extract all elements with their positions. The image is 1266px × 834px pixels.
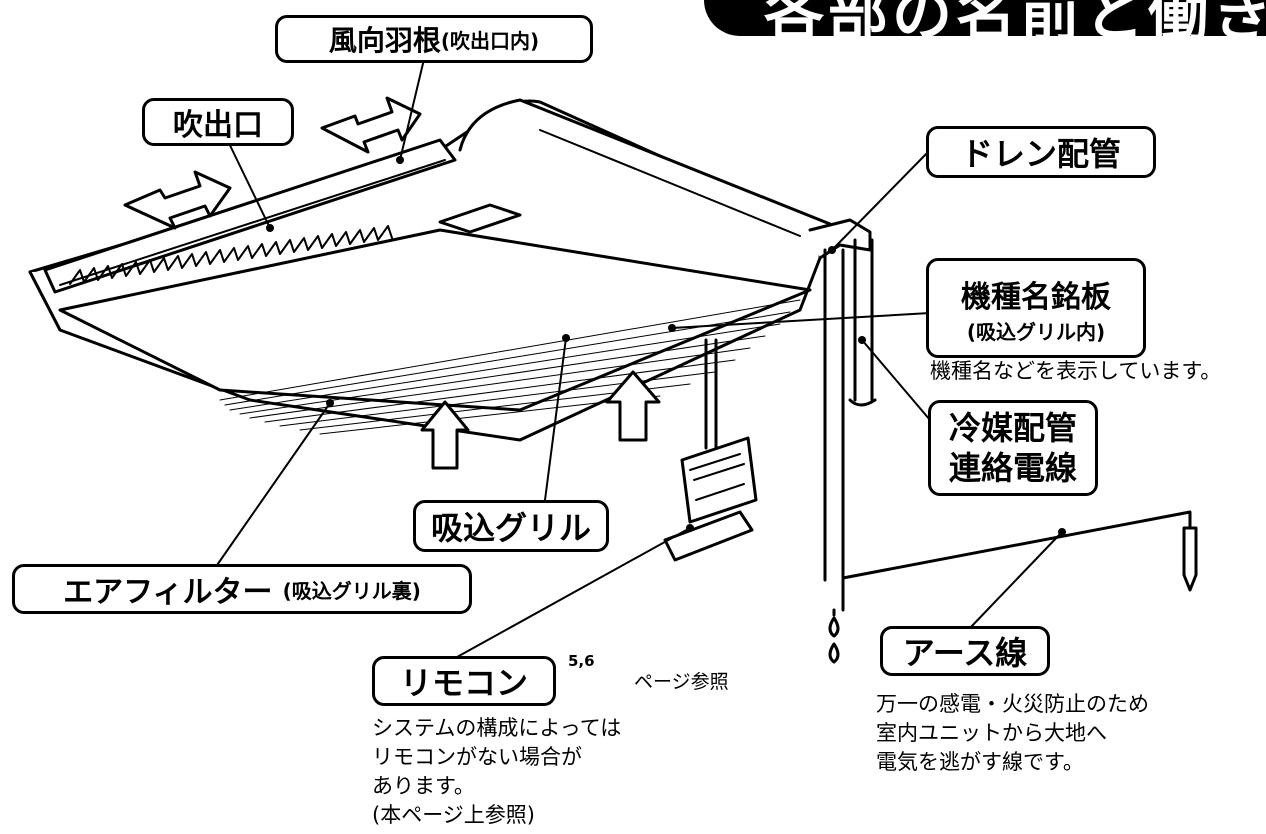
intake-arrow [420,400,470,470]
label-drain-text: ドレン配管 [960,135,1121,173]
label-meiban-text: 機種名銘板 [961,279,1111,315]
label-fukidashi: 吹出口 [142,98,294,146]
label-reibai-line1: 冷媒配管 [948,409,1077,447]
top-window [438,203,522,234]
remote-cover [663,510,754,562]
earth-note-line3: 電気を逃がす線です。 [876,750,1084,774]
label-fuko-hane-text: 風向羽根 [328,24,441,57]
remocon-note-line2: リモコンがない場合が [372,745,582,769]
label-reibai-line2: 連絡電線 [948,449,1077,487]
remocon-note-line3: あります。 [372,774,475,798]
label-suikomi-text: 吸込グリル [430,509,591,547]
earth-note-line1: 万一の感電・火災防止のため [876,692,1149,716]
meiban-note: 機種名などを表示しています。 [930,359,1222,383]
earth-wire [841,510,1192,580]
intake-arrow [605,370,661,442]
label-meiban-sub: (吸込グリル内) [966,319,1106,344]
label-filter: エアフィルター (吸込グリル裏) [12,564,472,614]
label-earth-text: アース線 [902,634,1028,672]
label-drain: ドレン配管 [926,126,1156,178]
page-ref-text: ページ参照 [634,671,729,693]
remocon-note-line1: システムの構成によっては [372,716,622,740]
page-title: 各部の名前と働き [764,0,1266,36]
water-drop [828,616,840,638]
unit-bottom-panel [58,228,812,412]
label-fuko-hane-sub: (吹出口内) [440,28,540,53]
earth-rod [1182,526,1198,592]
page-ref-book-icon: 5,6 [568,652,595,670]
label-fukidashi-text: 吹出口 [173,108,263,143]
label-filter-text: エアフィルター [63,575,273,610]
outlet-arrow [123,170,232,230]
label-suikomi: 吸込グリル [413,500,609,552]
remote-controller [680,436,758,524]
refrigerant-pipe [848,238,877,407]
outlet-slot [43,138,457,294]
page-ref-number: 5,6 [568,652,595,670]
outlet-arrow [320,96,422,154]
drain-pipe [823,248,845,617]
remocon-note-line4: (本ページ上参照) [372,803,535,827]
louver-zigzag [69,225,393,285]
remocon-note: システムの構成によっては リモコンがない場合が あります。 (本ページ上参照) [372,714,621,830]
label-remocon-text: リモコン [399,664,528,702]
earth-note-line2: 室内ユニットから大地へ [876,721,1107,745]
label-reibai: 冷媒配管 連絡電線 [928,400,1098,496]
label-meiban: 機種名銘板 (吸込グリル内) [926,258,1146,358]
label-fuko-hane: 風向羽根 (吹出口内) [275,15,593,63]
title-banner: 各部の名前と働き [704,0,1266,36]
earth-note: 万一の感電・火災防止のため 室内ユニットから大地へ 電気を逃がす線です。 [876,690,1149,777]
label-remocon: リモコン [372,656,556,706]
label-filter-sub: (吸込グリル裏) [282,578,421,603]
label-earth: アース線 [880,626,1050,676]
remote-cord [704,338,718,450]
